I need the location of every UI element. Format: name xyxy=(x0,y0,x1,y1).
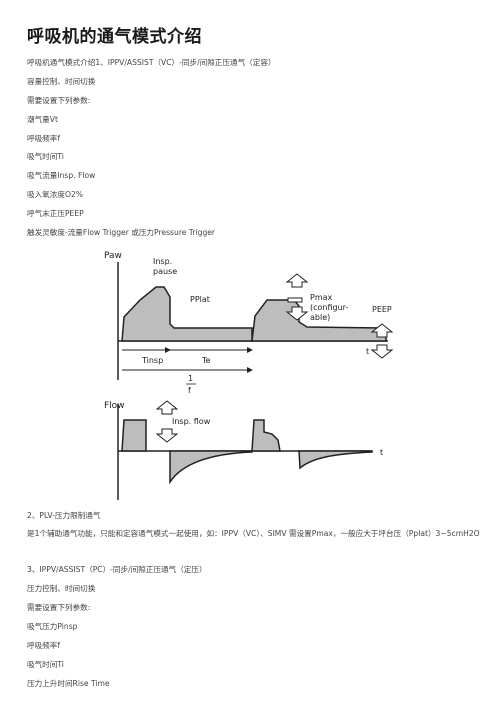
insp-flow-up-arrow-icon xyxy=(155,400,179,415)
text-line: 吸气时间Ti xyxy=(27,152,64,161)
text-line: 呼吸频率f xyxy=(27,641,61,650)
text-line: 需要设置下列参数: xyxy=(27,96,91,105)
flow-curve-panel: Flow Insp. flow t xyxy=(104,400,383,500)
text-line: 吸气时间Ti xyxy=(27,660,64,669)
pmax-up-arrow-icon xyxy=(285,273,309,288)
pmax-label: Pmax xyxy=(310,293,333,302)
insp-pause-label: pause xyxy=(153,267,177,276)
peep-label: PEEP xyxy=(372,305,392,314)
text-line: 容量控制、时间切换 xyxy=(27,77,96,86)
text-line: 呼吸频率f xyxy=(27,134,61,143)
insp-flow-label: Insp. flow xyxy=(172,417,211,426)
page-title: 呼吸机的通气模式介绍 xyxy=(27,27,202,47)
flow-label: Flow xyxy=(104,401,125,411)
peep-up-arrow-icon xyxy=(370,323,394,338)
insp-flow-down-arrow-icon xyxy=(155,428,179,443)
pmax-label: (configur- xyxy=(310,303,348,312)
text-line: 潮气量Vt xyxy=(27,115,58,124)
text-line: 3、IPPV/ASSIST（PC）-同步/间隙正压通气（定压） xyxy=(27,565,207,574)
text-line: 吸气流量Insp. Flow xyxy=(27,171,96,180)
period-label: f xyxy=(188,386,191,395)
pressure-curve-panel: Paw Insp. pause PPlat Pmax (configur- ab… xyxy=(104,251,394,380)
flow-exp-breath-1 xyxy=(169,450,253,485)
flow-insp-breath-2 xyxy=(251,419,281,452)
text-line: 触发灵敏度-流量Flow Trigger 或压力Pressure Trigger xyxy=(27,228,216,237)
time-axis-label: t xyxy=(380,448,383,457)
text-line: 吸入氧浓度O2% xyxy=(27,190,83,199)
pressure-curve-breath-1 xyxy=(121,286,253,342)
text-line: 需要设置下列参数: xyxy=(27,603,91,612)
time-axis-label: t xyxy=(366,347,369,356)
flow-insp-breath-1 xyxy=(121,419,147,452)
te-label: Te xyxy=(201,356,211,365)
pmax-limit-mark xyxy=(287,297,303,303)
text-line: 2、PLV-压力限制通气 xyxy=(27,511,101,520)
text-line: 呼气末正压PEEP xyxy=(27,209,84,218)
paw-label: Paw xyxy=(104,251,122,261)
pmax-label: able) xyxy=(310,313,330,322)
period-label: 1 xyxy=(188,374,193,383)
text-paragraph: 是1个辅助通气功能，只能和定容通气模式一起使用，如：IPPV（VC）、SIMV … xyxy=(27,529,480,538)
flow-exp-breath-2 xyxy=(298,450,373,470)
pplat-label: PPlat xyxy=(190,295,210,304)
tinsp-label: Tinsp xyxy=(141,356,163,365)
text-line: 压力上升时间Rise Time xyxy=(27,679,110,688)
ventilation-waveform-diagram: Paw Insp. pause PPlat Pmax (configur- ab… xyxy=(104,251,394,500)
text-line: 呼吸机通气模式介绍1、IPPV/ASSIST（VC）-同步/间隙正压通气（定容） xyxy=(27,58,276,67)
insp-pause-label: Insp. xyxy=(153,257,172,266)
text-line: 压力控制、时间切换 xyxy=(27,584,96,593)
pmax-down-arrow-icon xyxy=(285,306,309,321)
timing-arrows: Tinsp Te 1 f xyxy=(122,347,253,395)
peep-down-arrow-icon xyxy=(370,344,394,359)
text-line: 吸气压力Pinsp xyxy=(27,622,78,631)
